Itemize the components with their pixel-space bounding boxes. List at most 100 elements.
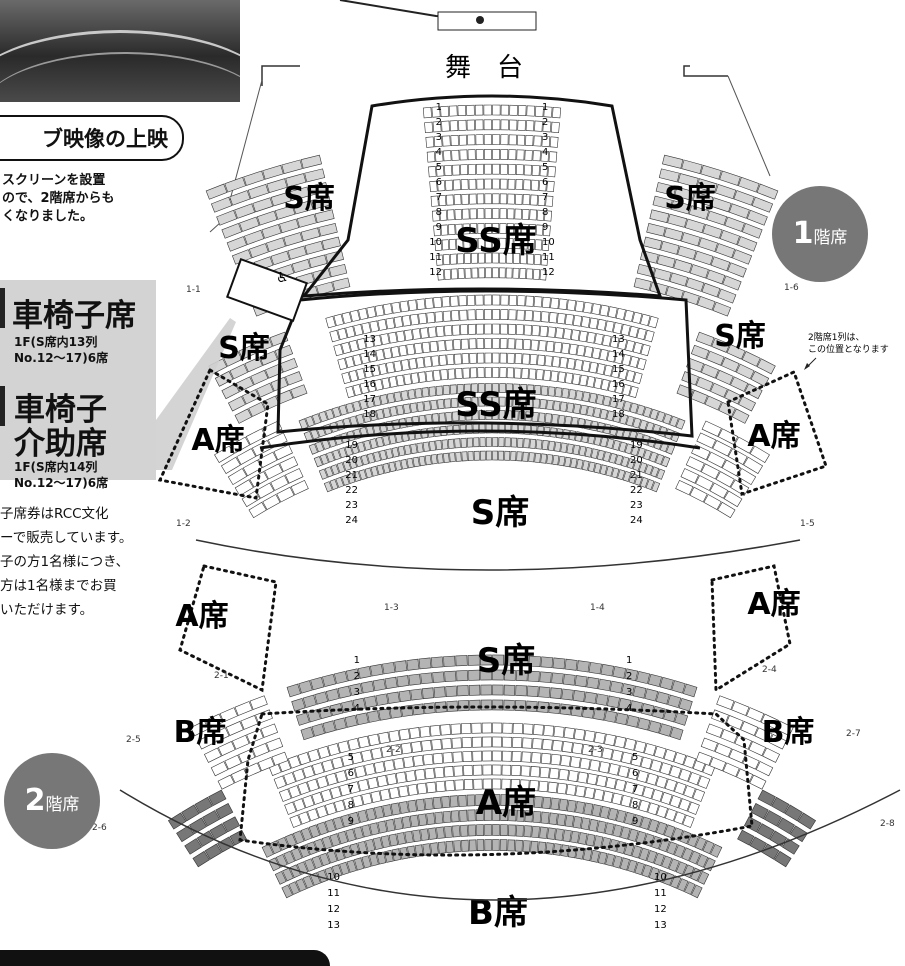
seat xyxy=(475,294,484,306)
seat xyxy=(325,772,338,786)
seat xyxy=(586,331,596,344)
seat xyxy=(618,697,632,711)
seat xyxy=(325,408,335,420)
seat xyxy=(599,436,609,448)
seat xyxy=(505,410,512,421)
seat xyxy=(640,756,653,770)
seat xyxy=(288,785,301,799)
seat xyxy=(418,813,428,827)
seat xyxy=(647,673,662,688)
seat xyxy=(352,383,362,397)
row-number: 12 xyxy=(542,267,555,278)
seat xyxy=(384,849,394,863)
seat xyxy=(500,149,509,160)
seat xyxy=(465,410,473,421)
seat xyxy=(401,815,412,829)
seat xyxy=(538,412,546,423)
seat xyxy=(443,452,450,463)
seat xyxy=(573,728,586,741)
seat xyxy=(443,655,456,668)
seat xyxy=(255,709,273,724)
seat xyxy=(554,828,564,841)
seat-row xyxy=(435,252,549,266)
seat xyxy=(445,840,454,853)
seat xyxy=(552,454,560,466)
seat xyxy=(403,444,412,456)
seat xyxy=(797,812,817,830)
seat xyxy=(382,407,391,419)
seat xyxy=(568,389,577,400)
row-number: 3 xyxy=(354,687,360,698)
seat xyxy=(353,323,364,337)
seat xyxy=(627,767,640,781)
seat-row xyxy=(278,750,706,802)
seat xyxy=(591,347,601,360)
seat xyxy=(569,756,581,769)
seat xyxy=(586,676,600,690)
seat xyxy=(584,346,594,358)
seat xyxy=(632,311,643,324)
seat-row xyxy=(680,468,743,508)
seat xyxy=(332,816,344,830)
row-number: 11 xyxy=(327,888,340,899)
seat xyxy=(475,119,484,131)
seat xyxy=(361,792,373,806)
seat xyxy=(650,759,663,773)
seat xyxy=(410,688,423,701)
seat xyxy=(279,218,300,234)
seat xyxy=(192,850,210,868)
seat xyxy=(335,476,345,488)
seat xyxy=(449,384,458,395)
seat xyxy=(774,850,792,868)
seat xyxy=(620,323,631,337)
seat xyxy=(700,363,720,379)
seat xyxy=(540,254,549,266)
seat xyxy=(331,756,344,770)
seat xyxy=(546,399,554,411)
label-a-center-f2: A席 xyxy=(476,783,536,823)
seat xyxy=(662,413,673,425)
seat xyxy=(435,439,443,451)
seat-row xyxy=(341,352,643,385)
seat xyxy=(386,392,396,404)
seat xyxy=(453,339,462,351)
seat xyxy=(478,410,486,420)
seat xyxy=(714,742,732,758)
seat xyxy=(528,368,537,380)
seat xyxy=(549,687,563,700)
seat xyxy=(546,454,554,465)
seat xyxy=(458,119,467,131)
seat xyxy=(484,208,492,219)
seat xyxy=(573,403,582,415)
seat xyxy=(492,267,499,279)
seat xyxy=(345,668,360,682)
seat xyxy=(688,850,701,865)
seat xyxy=(484,338,492,349)
row-number: 4 xyxy=(354,703,360,714)
seat-row xyxy=(658,168,774,213)
seat xyxy=(300,827,313,842)
row-number: 13 xyxy=(612,334,625,345)
seat xyxy=(221,223,243,239)
seat xyxy=(558,455,566,467)
label-ss-front: SS席 xyxy=(455,221,536,261)
seat xyxy=(648,315,659,329)
seat xyxy=(393,817,404,831)
seat xyxy=(700,164,722,180)
seat xyxy=(542,738,553,751)
seat-row xyxy=(686,358,763,400)
seat xyxy=(579,404,588,416)
seat xyxy=(418,312,428,325)
seat xyxy=(308,443,319,455)
seat xyxy=(536,209,545,221)
seat xyxy=(655,182,677,196)
seat xyxy=(564,814,575,828)
door-2-6: 2-6 xyxy=(92,823,107,833)
seat xyxy=(469,699,481,711)
row-number: 4 xyxy=(626,703,632,714)
seat xyxy=(270,191,292,207)
row-number: 1 xyxy=(542,102,548,113)
seat xyxy=(484,178,492,190)
seat xyxy=(269,840,282,855)
seat xyxy=(476,178,485,190)
